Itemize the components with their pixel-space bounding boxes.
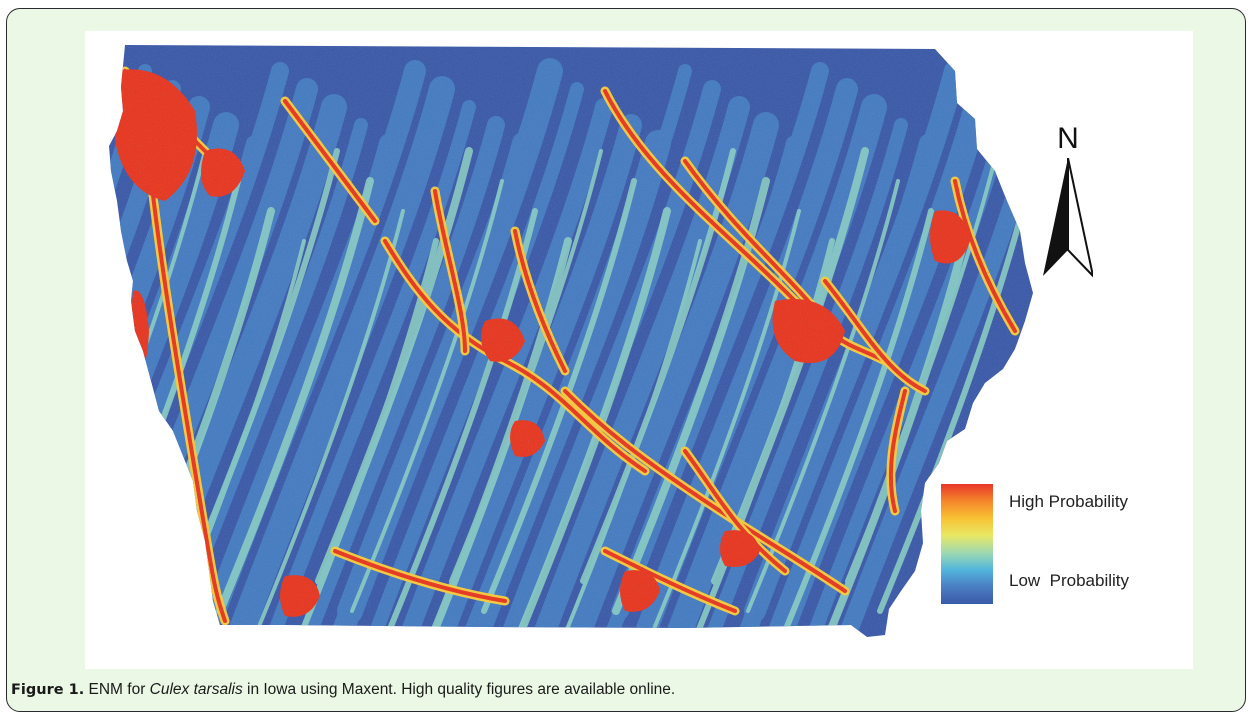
figure-label: Figure 1.	[11, 682, 85, 698]
legend-low-label: Low Probability	[1009, 571, 1130, 590]
north-arrow-icon	[1043, 158, 1093, 278]
caption-text-before: ENM for	[84, 681, 150, 698]
north-arrow: N	[1033, 124, 1103, 284]
probability-legend: High Probability Low Probability	[941, 484, 1181, 614]
legend-gradient-bar	[941, 484, 993, 604]
figure-frame: N High Probability Low Probability Figur…	[6, 8, 1246, 712]
north-letter: N	[1057, 122, 1079, 155]
legend-high-label: High Probability	[1009, 492, 1129, 511]
iowa-probability-map	[109, 45, 1033, 637]
caption-text-after: in Iowa using Maxent. High quality figur…	[242, 681, 676, 698]
figure-caption: Figure 1. ENM for Culex tarsalis in Iowa…	[11, 681, 675, 699]
map-raster	[109, 45, 1033, 637]
caption-species: Culex tarsalis	[149, 681, 243, 698]
map-panel: N High Probability Low Probability	[85, 31, 1193, 669]
